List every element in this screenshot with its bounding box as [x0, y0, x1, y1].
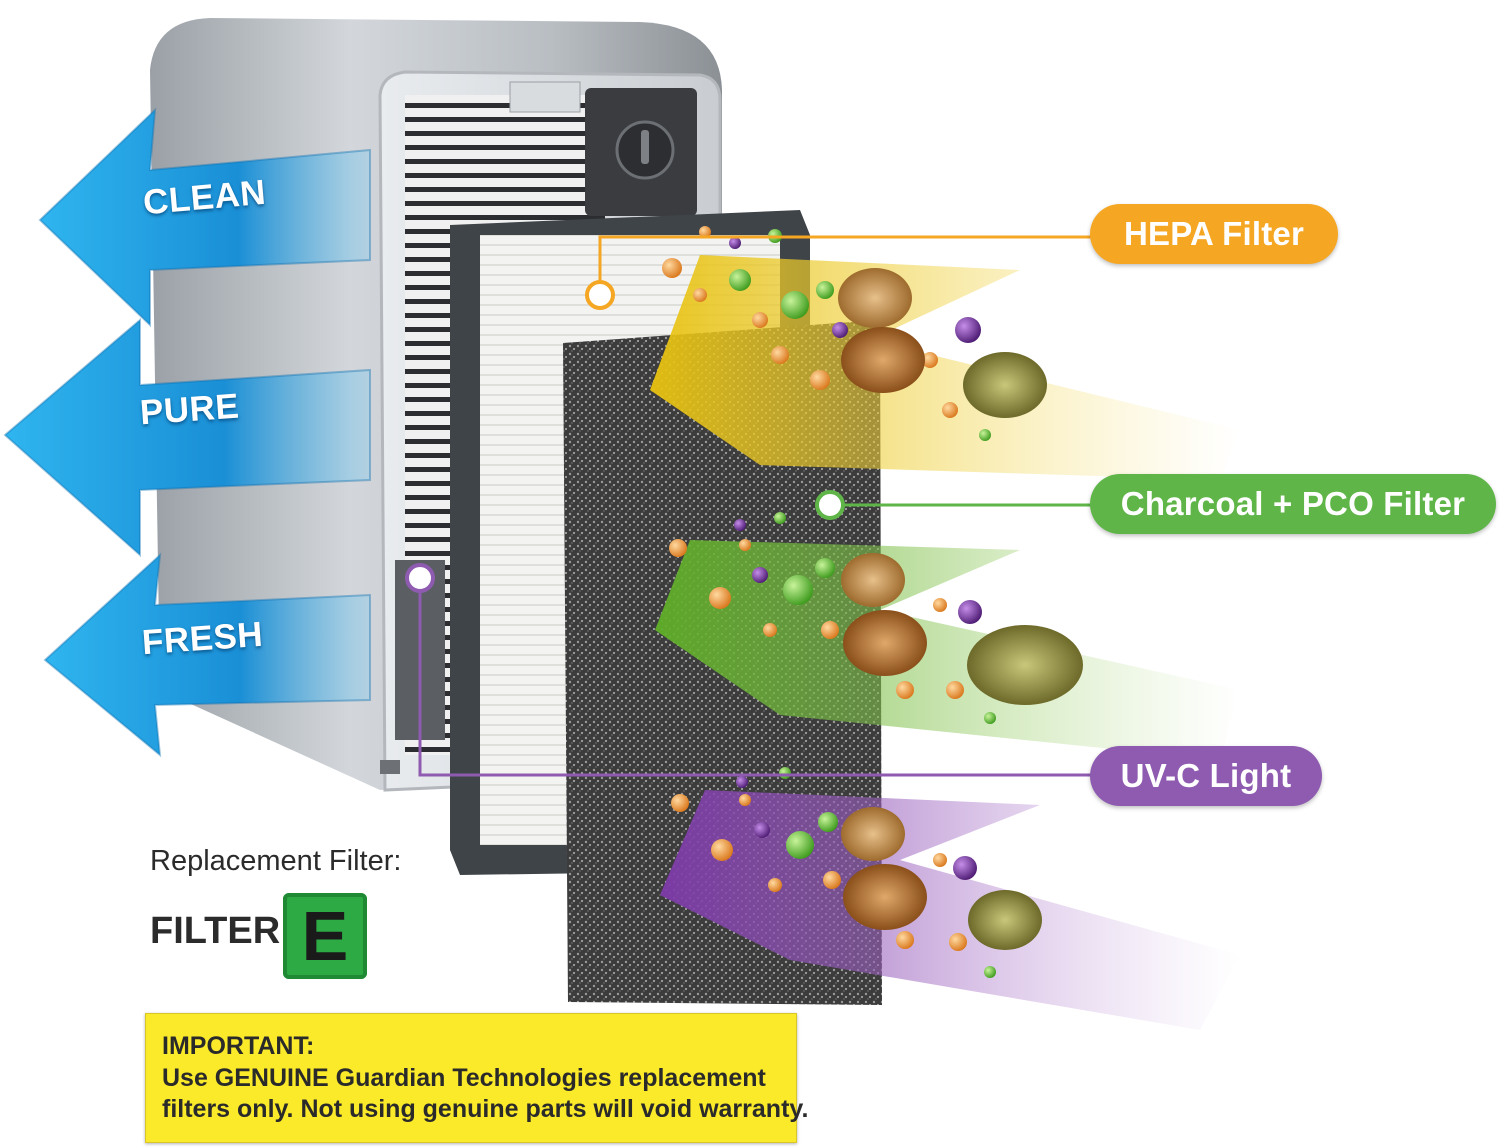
pollen-icon: [841, 553, 905, 607]
pure-arrow-icon: [3, 317, 371, 558]
hepa-leader-line: [585, 235, 1095, 310]
uvc-marker-icon: [405, 563, 435, 593]
fresh-label: FRESH: [140, 614, 265, 663]
particles-hepa: [662, 226, 1047, 441]
important-notice: IMPORTANT: Use GENUINE Guardian Technolo…: [145, 1013, 808, 1143]
charcoal-marker-icon: [815, 490, 845, 520]
particles-uvc: [671, 767, 1042, 978]
fresh-arrow-icon: [43, 552, 371, 758]
particles-charcoal: [669, 512, 1083, 724]
pure-label: PURE: [138, 386, 241, 433]
dust-mite-icon: [841, 327, 925, 393]
important-line-1: Use GENUINE Guardian Technologies replac…: [162, 1064, 766, 1092]
mold-icon: [963, 352, 1047, 418]
filter-model-label: FILTER: [150, 910, 281, 952]
filter-letter: E: [301, 897, 349, 975]
mold-icon: [968, 890, 1042, 950]
charcoal-pco-filter-callout: Charcoal + PCO Filter: [1090, 474, 1496, 534]
uvc-leader-line: [405, 563, 1095, 777]
clean-arrow-icon: [38, 107, 371, 328]
dust-mite-icon: [843, 610, 927, 676]
uvc-light-callout: UV-C Light: [1090, 746, 1322, 806]
hepa-marker-icon: [585, 280, 615, 310]
mold-icon: [967, 625, 1083, 705]
airflow-arrows: [3, 107, 371, 758]
dust-mite-icon: [843, 864, 927, 930]
important-line-2: filters only. Not using genuine parts wi…: [162, 1095, 809, 1123]
pollen-icon: [838, 268, 912, 328]
charcoal-leader-line: [815, 490, 1095, 520]
hepa-filter-callout: HEPA Filter: [1090, 204, 1338, 264]
important-title: IMPORTANT:: [162, 1032, 315, 1060]
filter-e-badge: E: [283, 893, 367, 979]
replacement-filter-label: Replacement Filter:: [150, 845, 402, 877]
pollen-icon: [841, 807, 905, 861]
